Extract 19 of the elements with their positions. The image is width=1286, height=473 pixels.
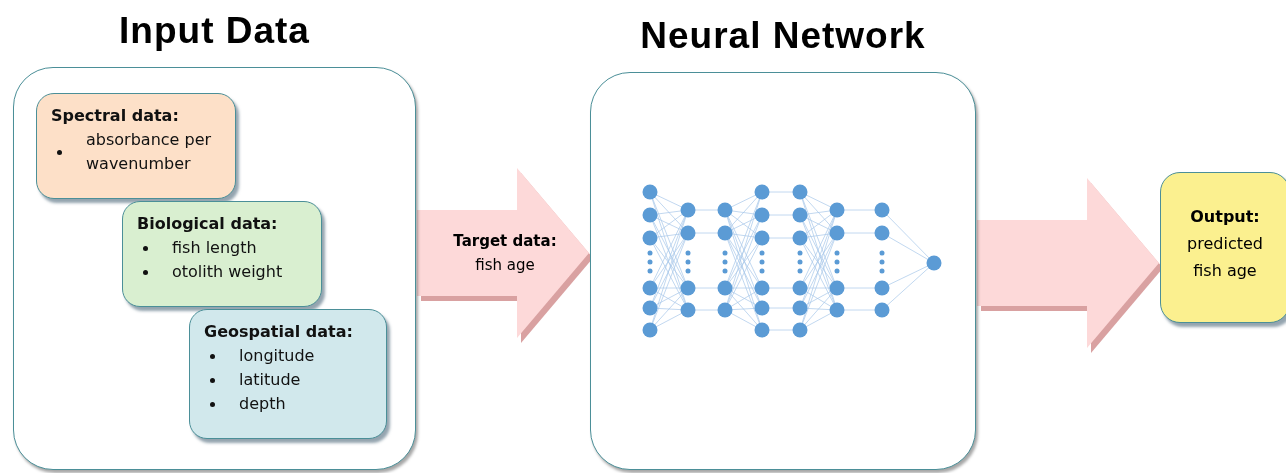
panel-title: Input Data bbox=[118, 10, 311, 52]
bullet-item: longitude bbox=[239, 345, 315, 367]
card-heading: Geospatial data: bbox=[204, 322, 353, 341]
bullet-item: depth bbox=[239, 393, 286, 415]
output-box bbox=[1160, 172, 1286, 323]
card-heading: Spectral data: bbox=[51, 106, 179, 125]
data-card bbox=[189, 309, 387, 439]
output-text: predicted fish age bbox=[1186, 233, 1264, 282]
bullet-item: absorbance per wavenumber bbox=[86, 129, 213, 175]
bullet-item: latitude bbox=[239, 369, 301, 391]
block-arrow bbox=[417, 168, 589, 338]
block-arrow bbox=[977, 178, 1159, 348]
card-heading: Biological data: bbox=[137, 214, 278, 233]
data-card bbox=[122, 201, 322, 307]
panel-title: Neural Network bbox=[639, 15, 927, 57]
bullet-item: fish length bbox=[172, 237, 257, 259]
data-card bbox=[36, 93, 236, 199]
output-heading: Output: bbox=[1190, 206, 1260, 228]
bullet-item: otolith weight bbox=[172, 261, 283, 283]
